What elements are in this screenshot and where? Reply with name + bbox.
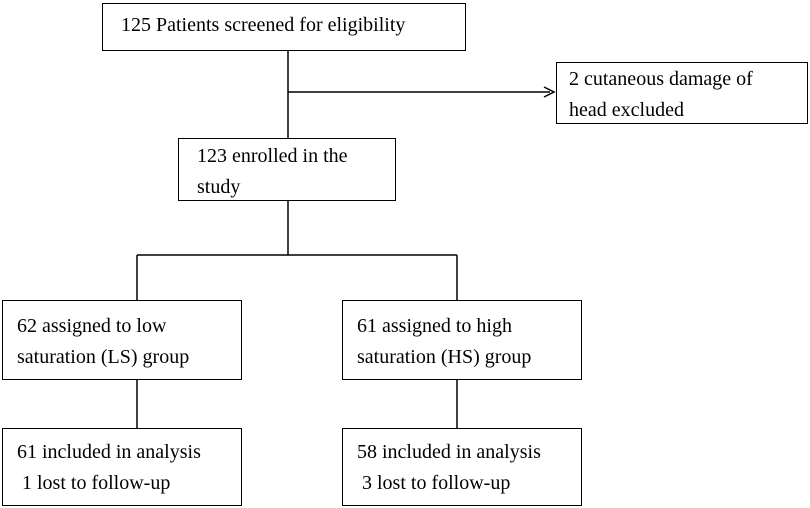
- excluded-text-line2: head excluded: [569, 99, 684, 121]
- screened-box: 125 Patients screened for eligibility: [102, 3, 466, 51]
- high-analysis-box: 58 included in analysis 3 lost to follow…: [342, 428, 582, 506]
- low-group-text-line1: 62 assigned to low: [17, 315, 167, 337]
- low-analysis-text-line2: 1 lost to follow-up: [17, 472, 171, 494]
- excluded-box: 2 cutaneous damage of head excluded: [556, 62, 808, 124]
- low-saturation-group-box: 62 assigned to low saturation (LS) group: [2, 300, 242, 380]
- screened-text: 125 Patients screened for eligibility: [121, 14, 406, 36]
- enrolled-text-line2: study: [197, 176, 241, 198]
- enrolled-text-line1: 123 enrolled in the: [197, 145, 348, 167]
- high-group-text-line1: 61 assigned to high: [357, 315, 512, 337]
- low-group-text-line2: saturation (LS) group: [17, 346, 190, 368]
- high-analysis-text-line1: 58 included in analysis: [357, 441, 541, 463]
- high-group-text-line2: saturation (HS) group: [357, 346, 532, 368]
- arrowhead: [543, 86, 556, 98]
- enrolled-box: 123 enrolled in the study: [178, 138, 396, 201]
- excluded-text-line1: 2 cutaneous damage of: [569, 68, 753, 90]
- low-analysis-box: 61 included in analysis 1 lost to follow…: [2, 428, 242, 506]
- low-analysis-text-line1: 61 included in analysis: [17, 441, 201, 463]
- high-saturation-group-box: 61 assigned to high saturation (HS) grou…: [342, 300, 582, 380]
- high-analysis-text-line2: 3 lost to follow-up: [357, 472, 511, 494]
